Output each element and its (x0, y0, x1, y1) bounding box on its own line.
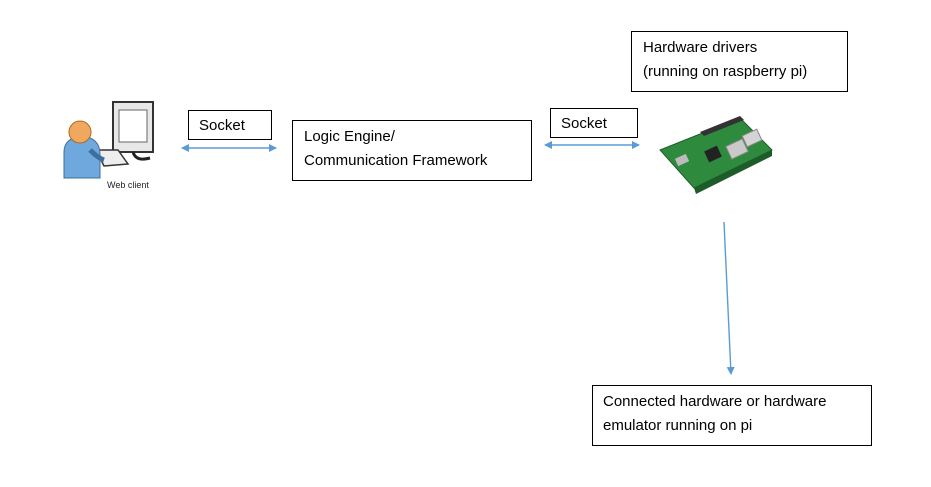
connected-hardware-line2: emulator running on pi (603, 417, 753, 434)
web-client-label: Web client (107, 180, 149, 190)
logic-engine-line2: Communication Framework (304, 152, 488, 169)
hardware-drivers-box: Hardware drivers (running on raspberry p… (631, 31, 848, 92)
connected-hardware-box: Connected hardware or hardware emulator … (592, 385, 872, 446)
hardware-drivers-line2: (running on raspberry pi) (643, 63, 808, 80)
hardware-drivers-line1: Hardware drivers (643, 39, 758, 56)
raspberry-pi-icon (659, 116, 773, 194)
socket-right-box: Socket (550, 108, 638, 138)
arrow-pi-hardware (723, 221, 735, 375)
socket-right-label: Socket (561, 115, 607, 132)
logic-engine-box: Logic Engine/ Communication Framework (292, 120, 532, 181)
web-client-icon (63, 101, 154, 179)
socket-left-label: Socket (199, 117, 245, 134)
connected-hardware-line1: Connected hardware or hardware (603, 393, 827, 410)
logic-engine-line1: Logic Engine/ (304, 128, 395, 145)
socket-left-box: Socket (188, 110, 272, 140)
